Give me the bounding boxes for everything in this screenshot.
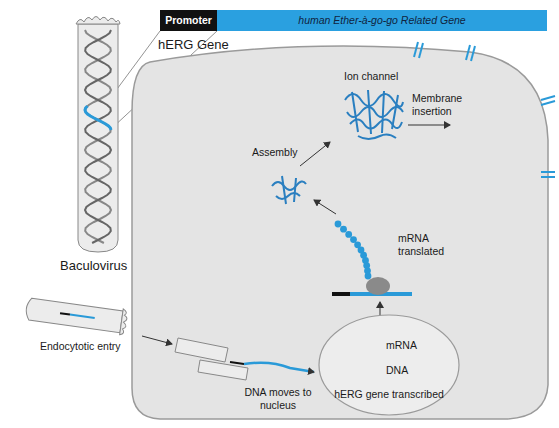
viral-dna — [244, 363, 314, 372]
nucleus-caption: hERG gene transcribed — [318, 388, 460, 401]
amino-acid-bead — [335, 221, 342, 228]
molecule-label: mRNA — [386, 339, 417, 352]
herg-segment — [85, 106, 111, 130]
amino-acid-bead — [345, 231, 352, 238]
viral-dna-end — [230, 362, 244, 364]
step-label: mRNA translated — [398, 232, 458, 257]
ribosome — [366, 277, 390, 295]
cell-body — [132, 46, 548, 419]
amino-acid-bead — [350, 236, 357, 243]
promoter-band: Promoter — [160, 10, 217, 31]
dna-helix — [85, 30, 111, 243]
step-label: DNA moves to nucleus — [240, 386, 316, 411]
baculovirus-capsid — [76, 17, 120, 253]
step-label: Assembly — [252, 146, 298, 159]
amino-acid-bead — [340, 226, 347, 233]
step-label: Membrane insertion — [412, 92, 474, 117]
band-label: Promoter — [165, 14, 212, 27]
entering-virus — [25, 296, 129, 336]
assembly-arrow — [300, 142, 330, 166]
uncoating-capsid — [175, 338, 248, 380]
ion-channel-protein — [345, 90, 403, 139]
dna-helix — [85, 30, 111, 243]
peptide-chain — [335, 221, 372, 280]
translation-arrow — [314, 200, 336, 214]
band-label: human Ether-à-go-go Related Gene — [298, 14, 465, 27]
virus-name: Baculovirus — [60, 258, 127, 274]
protein-label: Ion channel — [344, 70, 398, 83]
molecule-label: DNA — [386, 364, 408, 377]
insertion-arrow — [408, 125, 450, 126]
protein-monomer — [272, 176, 306, 204]
mrna-cap — [332, 292, 350, 296]
gene-band: human Ether-à-go-go Related Gene — [217, 10, 547, 31]
step-label: Endocytotic entry — [40, 340, 121, 353]
entry-arrow — [142, 336, 172, 344]
gene-title: hERG Gene — [158, 37, 229, 53]
